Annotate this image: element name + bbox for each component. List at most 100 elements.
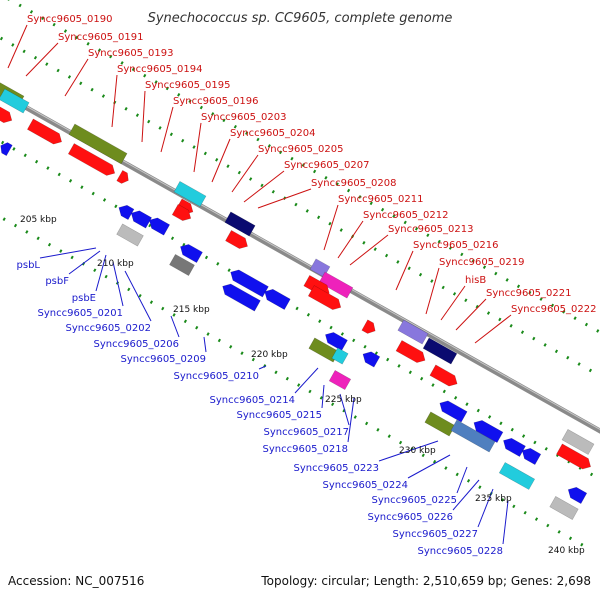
feature-layer bbox=[0, 81, 595, 520]
forward-gene-label-syncc9605-0205: Syncc9605_0205 bbox=[258, 144, 344, 155]
map-title: Synechococcus sp. CC9605, complete genom… bbox=[148, 11, 453, 26]
gene-feature-31 bbox=[230, 269, 269, 298]
forward-gene-leader-syncc9605-0222 bbox=[474, 314, 512, 344]
gene-feature-28 bbox=[148, 217, 171, 236]
reverse-gene-label-syncc9605-0223: Syncc9605_0223 bbox=[294, 463, 380, 474]
reverse-gene-leader-syncc9605-0217 bbox=[339, 393, 350, 426]
gene-feature-27 bbox=[116, 223, 144, 247]
gene-feature-11 bbox=[224, 211, 256, 237]
forward-gene-leader-syncc9605-0219 bbox=[425, 267, 440, 315]
gene-feature-46 bbox=[567, 487, 588, 504]
gene-feature-45 bbox=[498, 462, 536, 490]
forward-gene-leader-syncc9605-0205 bbox=[231, 154, 259, 193]
reverse-gene-label-psbl: psbL bbox=[17, 260, 41, 271]
forward-gene-leader-syncc9605-0207 bbox=[243, 170, 285, 203]
reverse-gene-label-syncc9605-0209: Syncc9605_0209 bbox=[121, 354, 207, 365]
reverse-gene-leader-psbl bbox=[39, 247, 97, 259]
gene-feature-19 bbox=[422, 337, 458, 365]
forward-gene-label-syncc9605-0191: Syncc9605_0191 bbox=[58, 32, 144, 43]
gene-feature-22 bbox=[561, 429, 595, 455]
reverse-gene-leader-syncc9605-0214 bbox=[294, 367, 319, 394]
reverse-gene-leader-psbe bbox=[95, 254, 107, 292]
accession-text: Accession: NC_007516 bbox=[8, 574, 145, 588]
forward-gene-label-syncc9605-0219: Syncc9605_0219 bbox=[439, 257, 525, 268]
gene-feature-25 bbox=[118, 205, 135, 221]
forward-gene-leader-hisb bbox=[440, 285, 466, 321]
reverse-gene-leader-syncc9605-0218 bbox=[347, 397, 355, 443]
forward-gene-label-hisb: hisB bbox=[465, 275, 486, 286]
gene-feature-24 bbox=[0, 142, 13, 157]
forward-gene-leader-syncc9605-0196 bbox=[160, 106, 174, 153]
scale-label-205-kbp: 205 kbp bbox=[20, 215, 57, 225]
forward-gene-leader-syncc9605-0190 bbox=[7, 24, 28, 69]
reverse-gene-label-syncc9605-0215: Syncc9605_0215 bbox=[237, 410, 323, 421]
gene-feature-12 bbox=[225, 230, 248, 249]
gene-feature-37 bbox=[362, 351, 381, 368]
reverse-gene-label-syncc9605-0214: Syncc9605_0214 bbox=[210, 395, 296, 406]
gene-feature-41 bbox=[450, 419, 496, 453]
scale-label-240-kbp: 240 kbp bbox=[548, 546, 585, 556]
gene-feature-26 bbox=[130, 210, 152, 229]
gene-feature-29 bbox=[180, 244, 203, 263]
gene-feature-5 bbox=[68, 123, 128, 165]
gene-feature-20 bbox=[395, 340, 426, 363]
forward-gene-label-syncc9605-0221: Syncc9605_0221 bbox=[486, 288, 572, 299]
gene-feature-17 bbox=[361, 319, 376, 334]
reverse-gene-label-syncc9605-0210: Syncc9605_0210 bbox=[174, 371, 260, 382]
reverse-gene-label-syncc9605-0225: Syncc9605_0225 bbox=[372, 495, 458, 506]
gene-feature-16 bbox=[307, 285, 342, 310]
scale-label-225-kbp: 225 kbp bbox=[325, 395, 362, 405]
reverse-gene-label-syncc9605-0201: Syncc9605_0201 bbox=[38, 308, 124, 319]
reverse-gene-leader-psbf bbox=[68, 250, 101, 275]
reverse-gene-label-syncc9605-0227: Syncc9605_0227 bbox=[393, 529, 479, 540]
gene-feature-10 bbox=[171, 203, 192, 221]
scale-label-220-kbp: 220 kbp bbox=[251, 350, 288, 360]
gene-feature-47 bbox=[549, 496, 579, 520]
gene-feature-42 bbox=[473, 420, 504, 443]
reverse-gene-label-psbe: psbE bbox=[72, 293, 96, 304]
gene-feature-34 bbox=[325, 332, 348, 351]
gene-feature-36 bbox=[331, 347, 349, 365]
reverse-gene-label-psbf: psbF bbox=[45, 276, 69, 287]
reverse-gene-leader-syncc9605-0227 bbox=[477, 488, 494, 528]
reverse-gene-label-syncc9605-0218: Syncc9605_0218 bbox=[263, 444, 349, 455]
reverse-gene-leader-syncc9605-0202 bbox=[124, 270, 152, 322]
reverse-gene-leader-syncc9605-0224 bbox=[407, 454, 451, 479]
tick-line-2 bbox=[0, 30, 600, 416]
gene-feature-40 bbox=[424, 411, 456, 437]
tick-line-4 bbox=[0, 166, 593, 552]
gene-feature-43 bbox=[503, 438, 526, 457]
gene-feature-44 bbox=[521, 448, 542, 465]
gene-feature-4 bbox=[27, 118, 62, 145]
forward-gene-label-syncc9605-0207: Syncc9605_0207 bbox=[284, 160, 370, 171]
reverse-gene-leader-syncc9605-0228 bbox=[502, 500, 509, 545]
reverse-gene-label-syncc9605-0228: Syncc9605_0228 bbox=[418, 546, 504, 557]
gene-feature-21 bbox=[429, 364, 458, 387]
gene-label-layer: Syncc9605_0190Syncc9605_0191Syncc9605_01… bbox=[17, 14, 597, 557]
gene-feature-30 bbox=[169, 254, 195, 276]
forward-gene-label-syncc9605-0222: Syncc9605_0222 bbox=[511, 304, 597, 315]
reverse-gene-leader-syncc9605-0215 bbox=[321, 384, 325, 409]
reverse-gene-leader-syncc9605-0210 bbox=[258, 365, 267, 370]
reverse-gene-label-syncc9605-0202: Syncc9605_0202 bbox=[66, 323, 152, 334]
gene-feature-7 bbox=[116, 169, 129, 184]
reverse-gene-leader-syncc9605-0201 bbox=[112, 261, 124, 307]
forward-gene-label-syncc9605-0216: Syncc9605_0216 bbox=[413, 240, 499, 251]
forward-gene-label-syncc9605-0190: Syncc9605_0190 bbox=[27, 14, 113, 25]
reverse-gene-label-syncc9605-0217: Syncc9605_0217 bbox=[264, 427, 350, 438]
tick-line-1 bbox=[7, 0, 600, 383]
forward-gene-label-syncc9605-0193: Syncc9605_0193 bbox=[88, 48, 174, 59]
gene-feature-3 bbox=[0, 106, 13, 123]
reverse-gene-leader-syncc9605-0226 bbox=[452, 479, 480, 511]
gene-feature-38 bbox=[328, 370, 352, 391]
scale-label-230-kbp: 230 kbp bbox=[399, 446, 436, 456]
forward-gene-leader-syncc9605-0213 bbox=[349, 234, 389, 266]
forward-gene-label-syncc9605-0204: Syncc9605_0204 bbox=[230, 128, 316, 139]
forward-gene-label-syncc9605-0194: Syncc9605_0194 bbox=[117, 64, 203, 75]
forward-gene-label-syncc9605-0212: Syncc9605_0212 bbox=[363, 210, 449, 221]
forward-gene-leader-syncc9605-0216 bbox=[395, 250, 414, 291]
forward-gene-label-syncc9605-0196: Syncc9605_0196 bbox=[173, 96, 259, 107]
gene-feature-35 bbox=[308, 337, 340, 363]
forward-gene-leader-syncc9605-0193 bbox=[64, 58, 89, 97]
topology-text: Topology: circular; Length: 2,510,659 bp… bbox=[261, 574, 591, 588]
